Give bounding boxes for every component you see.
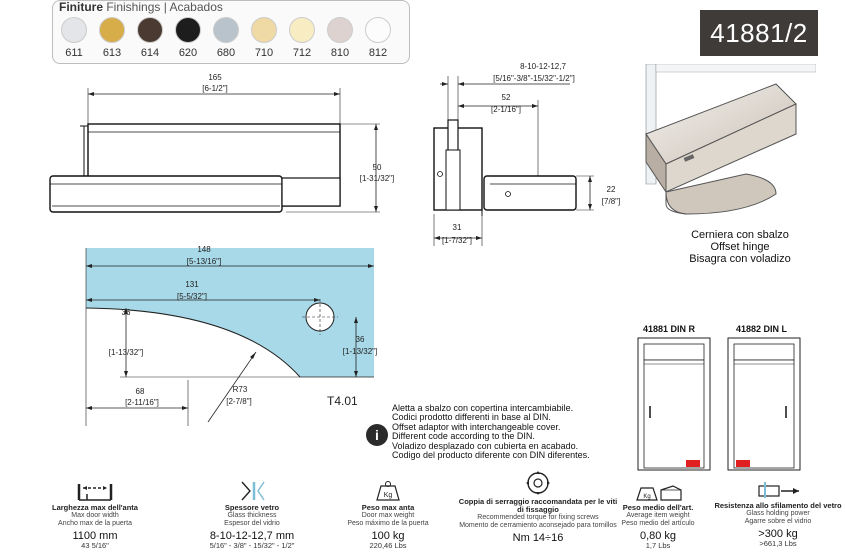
finishes-panel: Finiture Finishings | Acabados 611 613 614… [52, 0, 410, 64]
finish-swatch [99, 17, 125, 43]
side-depth-in: [7/8"] [601, 197, 621, 206]
spec-item-weight: Kg Peso medio dell'art. Average item wei… [620, 480, 696, 550]
finish-swatch [365, 17, 391, 43]
front-width-mm: 165 [208, 73, 222, 82]
template-overall-mm: 148 [197, 245, 211, 254]
template-hole-mm: 131 [185, 280, 199, 289]
product-notes: Aletta a sbalzo con copertina intercambi… [392, 403, 632, 461]
template-left-h-in: [1-13/32"] [108, 348, 144, 357]
item-weight-icon: Kg [636, 485, 682, 501]
spec-glass-thickness: Spessore vetro Glass thickness Espesor d… [192, 480, 312, 550]
front-height-in: [1-31/32"] [359, 174, 395, 183]
torque-icon [526, 471, 550, 495]
template-right-h-in: [1-13/32"] [342, 347, 378, 356]
finish-swatch [327, 17, 353, 43]
render-caption-es: Bisagra con voladizo [689, 253, 791, 265]
template-hole-in: [5-5/32"] [177, 292, 207, 301]
svg-text:Kg: Kg [384, 492, 393, 499]
finish-code: 620 [178, 47, 198, 59]
finishes-title: Finiture Finishings | Acabados [59, 0, 223, 14]
finish-code: 613 [102, 47, 122, 59]
side-glass-mm: 8-10-12-12,7 [520, 62, 566, 71]
render-caption-en: Offset hinge [710, 241, 770, 253]
side-offset-mm: 52 [501, 93, 511, 102]
door-label-din-r: 41881 DIN R [643, 324, 696, 334]
finish-code: 812 [368, 47, 388, 59]
side-base-in: [1-7/32"] [442, 236, 472, 245]
note-line: Different code according to the DIN. [392, 431, 535, 442]
template-label: T4.01 [327, 394, 358, 408]
note-line: Codici prodotto differenti in base al DI… [392, 412, 551, 423]
template-radius-mm: R73 [232, 385, 248, 394]
finish-code: 680 [216, 47, 236, 59]
template-right-h-mm: 36 [355, 335, 365, 344]
note-line: Aletta a sbalzo con copertina intercambi… [392, 403, 574, 413]
side-offset-in: [2-1/16"] [491, 105, 521, 114]
spec-holding-power: Resistenza allo sfilamento del vetro Gla… [714, 480, 842, 548]
note-line: Offset adaptor with interchangeable cove… [392, 421, 561, 432]
finish-swatch [213, 17, 239, 43]
front-height-mm: 50 [372, 163, 382, 172]
finish-code: 712 [292, 47, 312, 59]
note-line: Codigo del producto diferente con DIN di… [392, 450, 590, 461]
finish-swatch [175, 17, 201, 43]
finish-swatch [289, 17, 315, 43]
render-caption-it: Cerniera con sbalzo [691, 229, 789, 241]
finish-swatch [137, 17, 163, 43]
door-width-icon [77, 484, 113, 501]
template-left-h-mm: 36 [121, 308, 131, 317]
note-line: Voladizo desplazado con cubierta en acab… [392, 440, 579, 451]
template-radius-in: [2-7/8"] [226, 397, 252, 406]
template-overall-in: [5-13/16"] [186, 257, 222, 266]
spec-max-weight: Kg Peso max anta Door max weight Peso má… [336, 480, 440, 550]
svg-text:Kg: Kg [643, 494, 650, 500]
finish-code: 611 [65, 47, 83, 59]
template-bottom-in: [2-11/16"] [125, 398, 159, 407]
template-drawing [85, 248, 374, 426]
door-label-din-l: 41882 DIN L [736, 324, 788, 334]
front-width-in: [6-1/2"] [202, 84, 228, 93]
hinge-render-image [645, 64, 816, 215]
spec-torque: Coppia di serraggio raccomandata per le … [456, 470, 620, 544]
finish-swatch [251, 17, 277, 43]
product-code-badge: 41881/2 [700, 10, 818, 56]
door-diagrams [637, 337, 801, 471]
holding-power-icon [758, 482, 799, 498]
finish-code: 810 [330, 47, 350, 59]
side-depth-mm: 22 [606, 185, 616, 194]
finish-code: 614 [140, 47, 160, 59]
template-bottom-mm: 68 [135, 387, 145, 396]
glass-thickness-icon [241, 481, 265, 501]
spec-door-width: Larghezza max dell'anta Max door width A… [40, 480, 150, 550]
info-icon: i [366, 424, 388, 446]
max-weight-icon: Kg [376, 481, 400, 501]
side-glass-in: [5/16"-3/8"-15/32"-1/2"] [493, 74, 575, 83]
side-base-mm: 31 [452, 223, 462, 232]
finish-code: 710 [254, 47, 274, 59]
front-view-drawing [49, 88, 380, 213]
finish-swatch [61, 17, 87, 43]
side-view-drawing [433, 76, 594, 246]
